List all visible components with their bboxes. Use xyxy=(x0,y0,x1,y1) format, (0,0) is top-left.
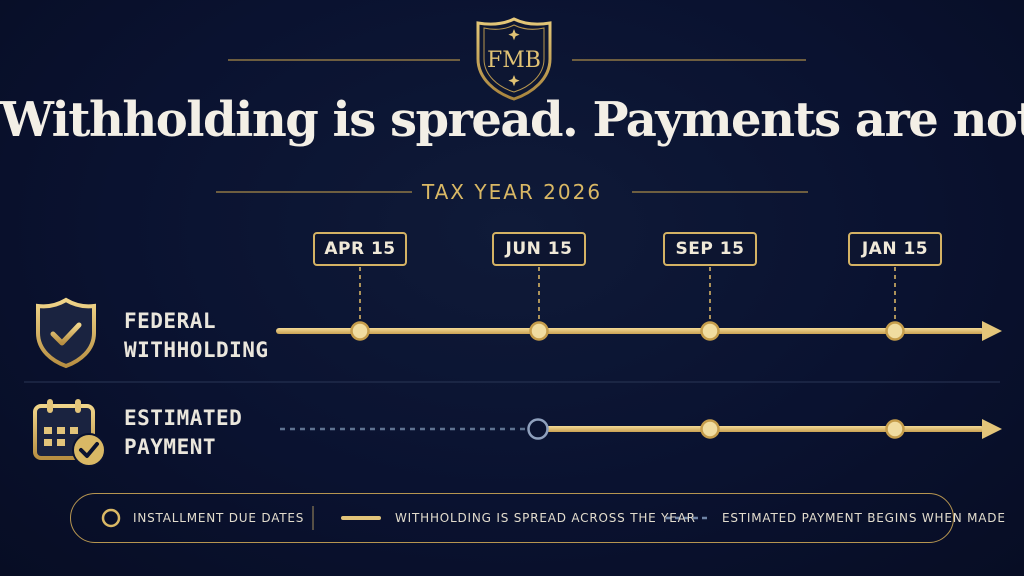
estimated-payment-timeline xyxy=(280,418,1002,440)
federal-withholding-label-line1: FEDERAL xyxy=(124,309,217,333)
withholding-marker-sep15 xyxy=(700,321,720,341)
legend-item-withholding: WITHHOLDING IS SPREAD ACROSS THE YEAR xyxy=(395,511,696,525)
arrow-right-icon xyxy=(982,419,1002,439)
estimated-payment-bar xyxy=(546,426,984,432)
calendar-check-icon xyxy=(33,399,106,467)
legend-item-estimated-payment: ESTIMATED PAYMENT BEGINS WHEN MADE xyxy=(722,511,1006,525)
estimated-payment-marker-jan15 xyxy=(885,419,905,439)
estimated-payment-label-line1: ESTIMATED xyxy=(124,406,243,430)
date-box-sep15: SEP 15 xyxy=(663,232,757,266)
date-box-jan15: JAN 15 xyxy=(848,232,942,266)
estimated-payment-start-marker xyxy=(527,418,549,440)
page-title: Withholding is spread. Payments are not. xyxy=(0,92,1024,148)
logo-monogram: FMB xyxy=(487,48,541,73)
date-box-apr15: APR 15 xyxy=(313,232,407,266)
star-icon xyxy=(508,75,520,87)
federal-withholding-label: FEDERAL WITHHOLDING xyxy=(124,307,269,365)
date-box-jun15: JUN 15 xyxy=(492,232,586,266)
withholding-bar xyxy=(276,328,984,334)
legend xyxy=(70,493,954,543)
withholding-timeline xyxy=(276,321,1002,341)
withholding-marker-apr15 xyxy=(350,321,370,341)
star-icon xyxy=(508,29,520,41)
federal-withholding-label-line2: WITHHOLDING xyxy=(124,338,269,362)
withholding-marker-jun15 xyxy=(529,321,549,341)
tax-year-label: TAX YEAR 2026 xyxy=(421,180,603,204)
withholding-marker-jan15 xyxy=(885,321,905,341)
estimated-payment-label: ESTIMATED PAYMENT xyxy=(124,404,242,462)
arrow-right-icon xyxy=(982,321,1002,341)
legend-solid-line-icon xyxy=(341,516,381,520)
fmb-shield-logo: FMB xyxy=(476,17,552,101)
estimated-payment-label-line2: PAYMENT xyxy=(124,435,217,459)
estimated-payment-marker-sep15 xyxy=(700,419,720,439)
legend-circle-icon xyxy=(101,508,121,528)
legend-item-due-dates: INSTALLMENT DUE DATES xyxy=(133,511,305,525)
shield-check-icon xyxy=(36,297,96,369)
